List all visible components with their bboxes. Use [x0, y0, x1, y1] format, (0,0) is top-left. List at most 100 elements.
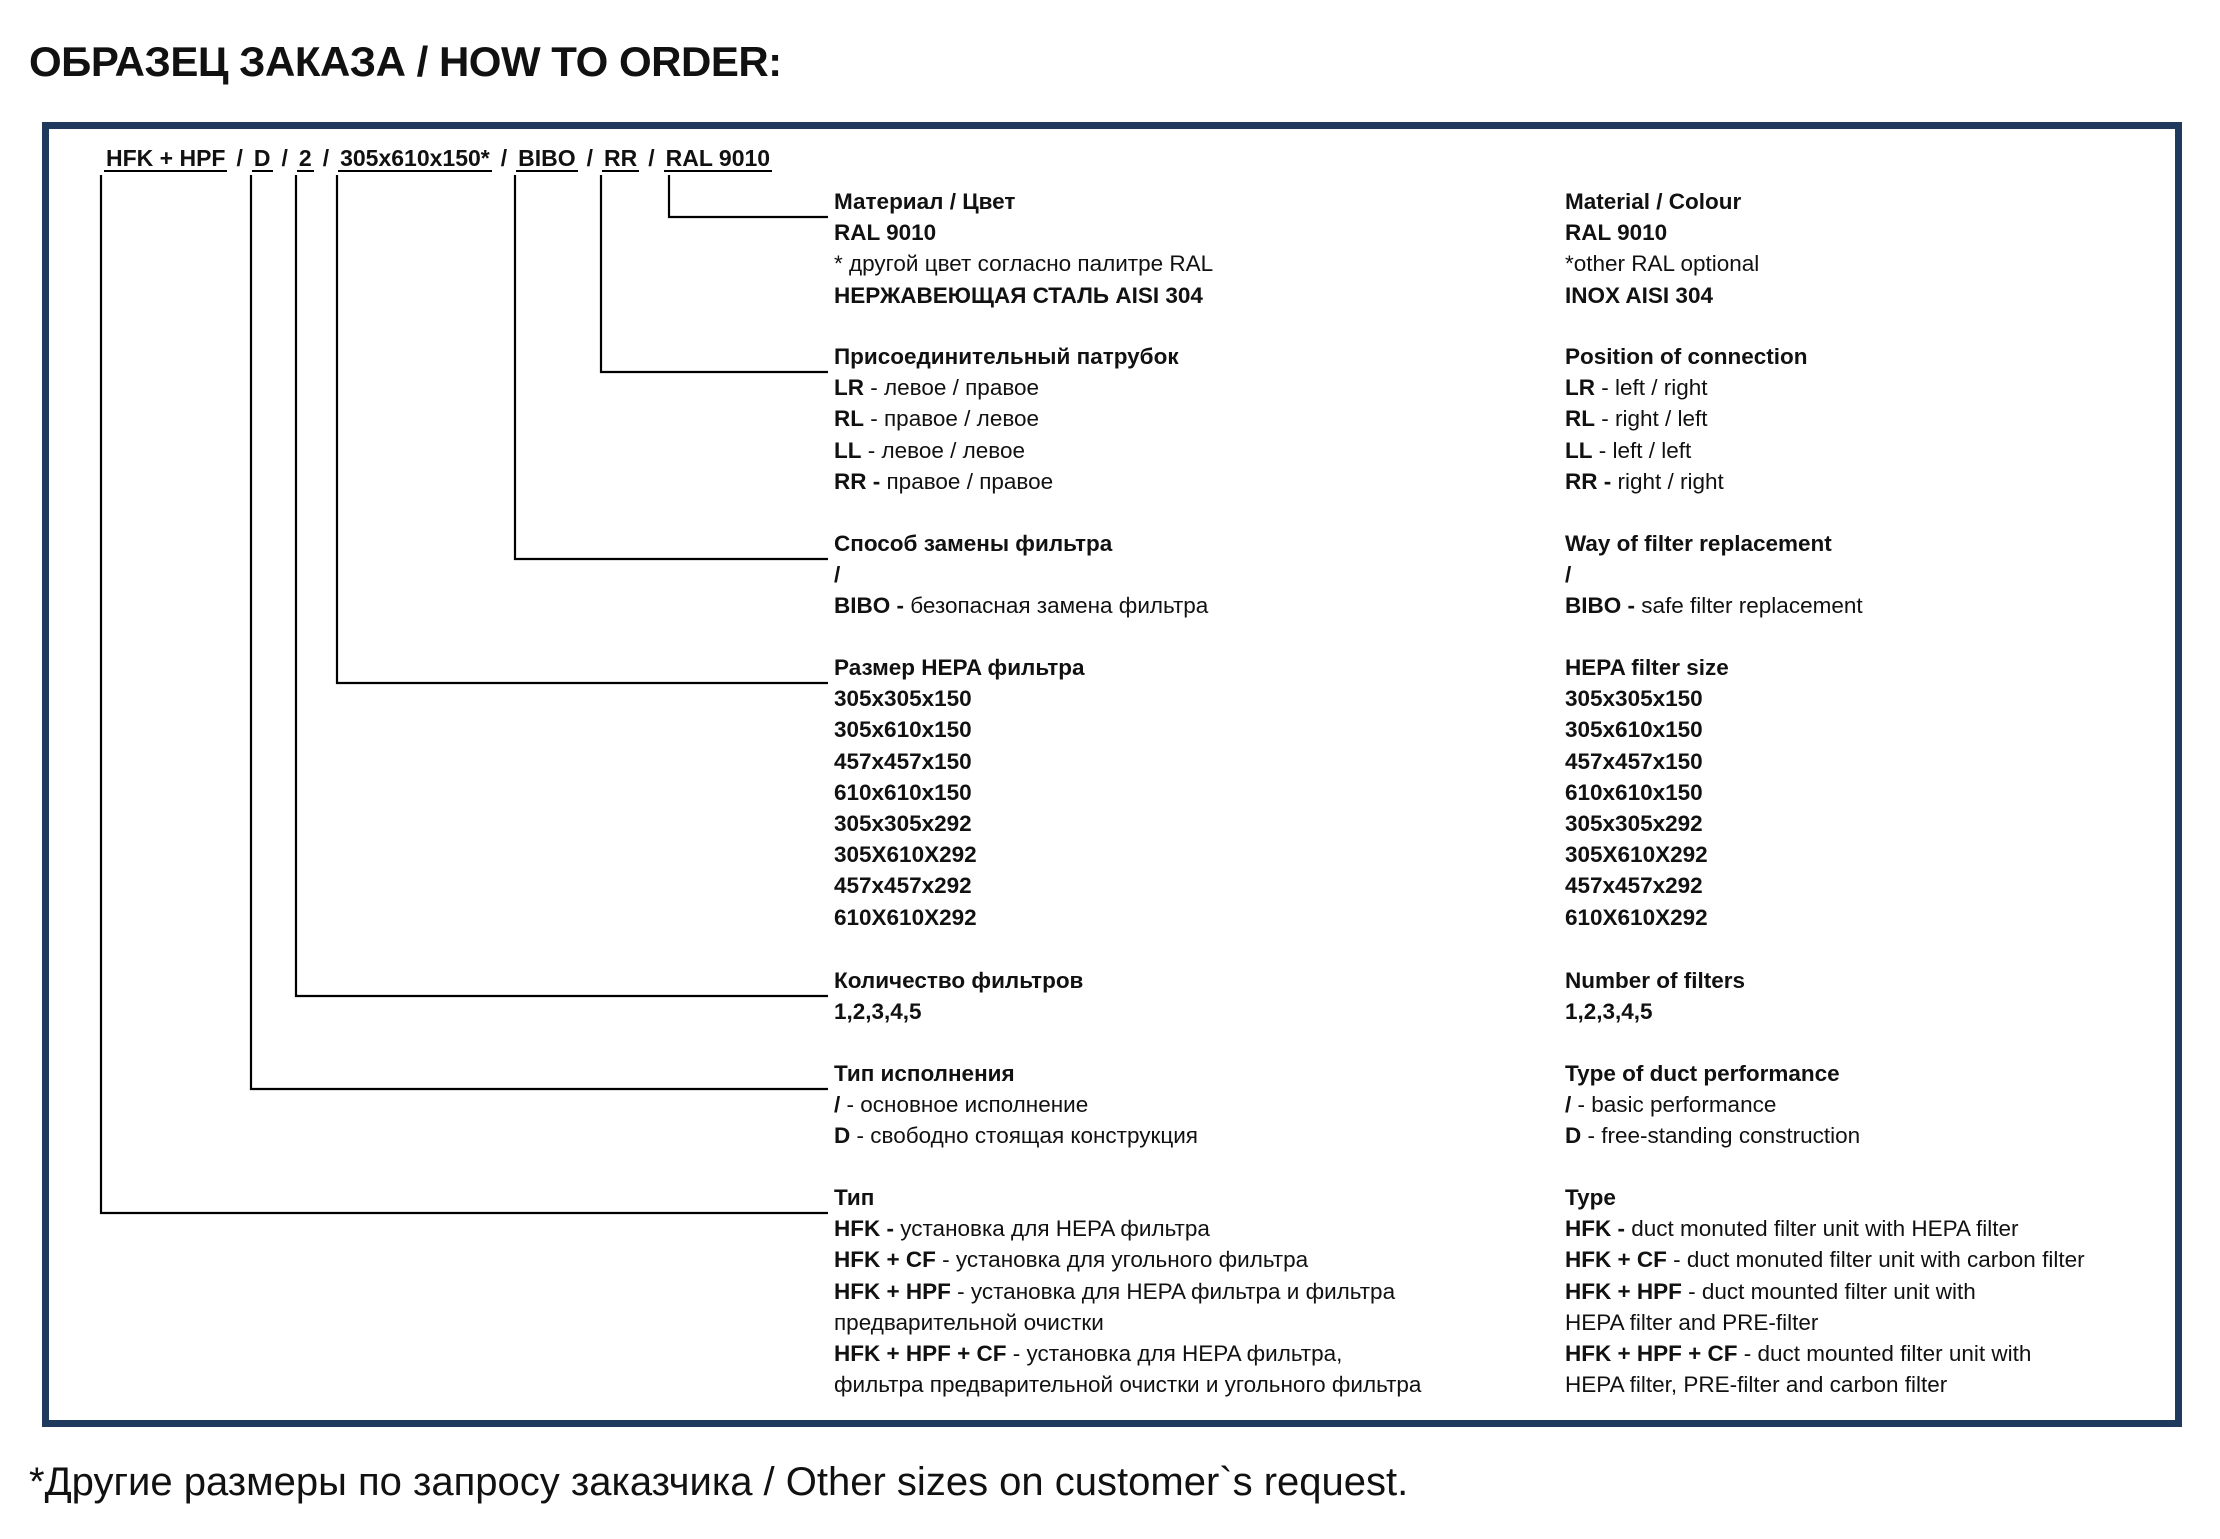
text-run: установка для HEPA фильтра: [894, 1216, 1210, 1242]
code-segment: D: [251, 145, 273, 172]
section-line: LL - left / left: [1565, 435, 1808, 466]
code-segment: BIBO: [516, 145, 578, 172]
section-line: D - свободно стоящая конструкция: [834, 1120, 1198, 1151]
section-line: * другой цвет согласно палитре RAL: [834, 248, 1213, 279]
section-heading: HEPA filter size: [1565, 655, 1729, 680]
section-heading: Количество фильтров: [834, 968, 1084, 993]
text-run: HFK + HPF + CF: [834, 1341, 1007, 1367]
section-line: RR - right / right: [1565, 466, 1808, 497]
section-line: RAL 9010: [834, 217, 1213, 248]
text-run: LR: [834, 375, 864, 401]
text-run: RAL 9010: [834, 220, 937, 246]
section-line: 1,2,3,4,5: [834, 996, 1083, 1027]
section-heading: Number of filters: [1565, 968, 1746, 993]
section-ru: Количество фильтров 1,2,3,4,5: [834, 965, 1083, 1027]
text-run: /: [834, 1092, 841, 1118]
section-line: LR - left / right: [1565, 372, 1808, 403]
code-segment: 2: [296, 145, 314, 172]
order-frame: [42, 122, 2182, 1427]
text-run: - right / left: [1595, 406, 1708, 432]
section-heading: Тип: [834, 1185, 875, 1210]
text-run: 305x610x150: [1565, 717, 1703, 743]
section-heading: Material / Colour: [1565, 189, 1742, 214]
text-run: RL: [834, 406, 864, 432]
text-run: - duct monuted filter unit with carbon f…: [1666, 1247, 2085, 1273]
text-run: - установка для угольного фильтра: [935, 1247, 1309, 1273]
section-line: 610x610x150: [834, 777, 1084, 808]
connector-line: [249, 175, 828, 1091]
code-separator: /: [500, 145, 508, 171]
text-run: RR -: [834, 468, 881, 494]
section-line: HFK + HPF + CF - установка для HEPA филь…: [834, 1338, 1421, 1369]
text-run: - установка для HEPA фильтра,: [1006, 1341, 1343, 1367]
section-line: 1,2,3,4,5: [1565, 996, 1745, 1027]
text-run: LL: [834, 437, 862, 463]
section-line: BIBO - safe filter replacement: [1565, 590, 1863, 621]
section-heading: Размер HEPA фильтра: [834, 655, 1085, 680]
text-run: - basic performance: [1571, 1092, 1777, 1118]
text-run: LR: [1565, 375, 1595, 401]
text-run: - duct mounted filter unit with: [1737, 1341, 2032, 1367]
section-line: 305x305x150: [1565, 683, 1729, 714]
text-run: 457x457x292: [1565, 873, 1703, 899]
order-code: HFK + HPF/D/2/305x610x150*/BIBO/RR/RAL 9…: [103, 143, 773, 173]
text-run: *other RAL optional: [1565, 251, 1760, 277]
code-separator: /: [236, 145, 243, 171]
code-separator: /: [281, 145, 288, 171]
section-line: HEPA filter, PRE-filter and carbon filte…: [1565, 1369, 2085, 1400]
section-ru: Размер HEPA фильтра 305x305x150 305x610x15…: [834, 652, 1084, 933]
section-line: HFK + HPF - установка для HEPA фильтра и…: [834, 1276, 1421, 1307]
text-run: 457x457x150: [834, 748, 972, 774]
text-run: D: [834, 1123, 851, 1149]
section-line: 305X610X292: [834, 839, 1084, 870]
text-run: RAL 9010: [1565, 220, 1668, 246]
text-run: - free-standing construction: [1581, 1123, 1861, 1149]
text-run: right / right: [1611, 468, 1724, 494]
connector-line: [99, 175, 828, 1215]
section-heading: Тип исполнения: [834, 1061, 1015, 1086]
text-run: 305x305x150: [834, 686, 972, 712]
section-heading: Материал / Цвет: [834, 189, 1016, 214]
section-line: HFK - duct monuted filter unit with HEPA…: [1565, 1213, 2085, 1244]
section-line: RL - right / left: [1565, 403, 1808, 434]
text-run: HFK + CF: [1565, 1247, 1667, 1273]
text-run: предварительной очистки: [834, 1309, 1104, 1335]
connector-line: [667, 175, 828, 219]
section-line: 457x457x292: [1565, 870, 1729, 901]
text-run: 1,2,3,4,5: [834, 999, 922, 1025]
text-run: HEPA filter and PRE-filter: [1565, 1309, 1819, 1335]
text-run: HFK + HPF: [834, 1278, 951, 1304]
section-line: /: [834, 559, 1208, 590]
code-separator: /: [586, 145, 594, 171]
section-line: /: [1565, 559, 1863, 590]
text-run: 610x610x150: [1565, 779, 1703, 805]
page-title: ОБРАЗЕЦ ЗАКАЗА / HOW TO ORDER:: [29, 38, 782, 85]
section-line: 305x610x150: [834, 714, 1084, 745]
text-run: 305X610X292: [834, 842, 977, 868]
text-run: /: [1565, 562, 1572, 588]
section-heading: Way of filter replacement: [1565, 531, 1832, 556]
text-run: - свободно стоящая конструкция: [850, 1123, 1198, 1149]
section-line: 610X610X292: [1565, 902, 1729, 933]
text-run: 610x610x150: [834, 779, 972, 805]
section-line: 305x305x292: [834, 808, 1084, 839]
section-line: HEPA filter and PRE-filter: [1565, 1307, 2085, 1338]
text-run: фильтра предварительной очистки и угольн…: [834, 1372, 1422, 1398]
section-line: / - основное исполнение: [834, 1089, 1198, 1120]
section-line: HFK + HPF + CF - duct mounted filter uni…: [1565, 1338, 2085, 1369]
section-heading: Присоединительный патрубок: [834, 344, 1179, 369]
text-run: HFK + HPF + CF: [1565, 1341, 1738, 1367]
section-line: 457x457x150: [834, 746, 1084, 777]
text-run: 305x610x150: [834, 717, 972, 743]
text-run: * другой цвет согласно палитре RAL: [834, 251, 1214, 277]
text-run: HFK + HPF: [1565, 1278, 1682, 1304]
section-line: HFK + HPF - duct mounted filter unit wit…: [1565, 1276, 2085, 1307]
text-run: - left / left: [1592, 437, 1692, 463]
text-run: - правое / левое: [864, 406, 1040, 432]
